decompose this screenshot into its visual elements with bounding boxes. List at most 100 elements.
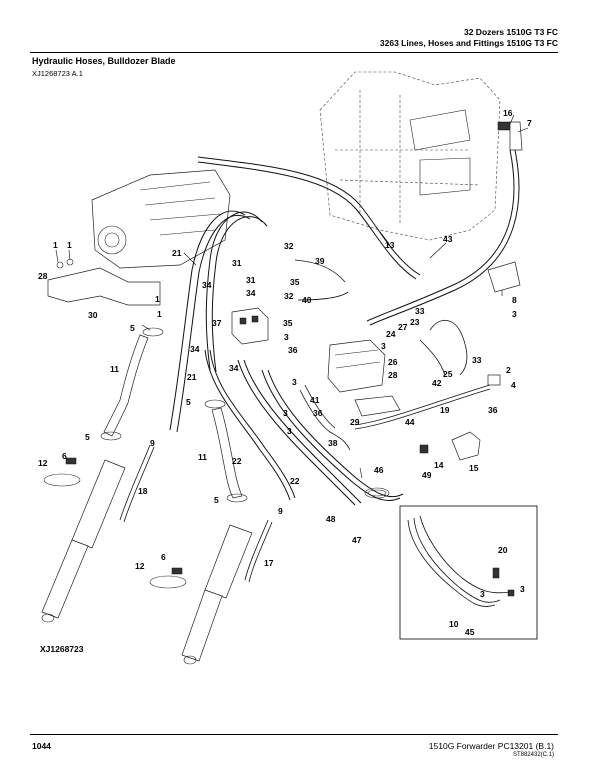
callout: 5 bbox=[130, 323, 135, 333]
callout: 5 bbox=[85, 432, 90, 442]
callout: 13 bbox=[385, 240, 395, 250]
callout: 33 bbox=[415, 306, 425, 316]
callout: 35 bbox=[290, 277, 300, 287]
callout: 46 bbox=[374, 465, 384, 475]
main-valve-assembly bbox=[327, 339, 401, 417]
center-cylinder bbox=[181, 524, 253, 665]
callout: 4 bbox=[511, 380, 516, 390]
callout: 24 bbox=[386, 329, 396, 339]
callout: 10 bbox=[449, 619, 459, 629]
hose-19 bbox=[354, 384, 491, 430]
callout: 3 bbox=[283, 408, 288, 418]
callout: 20 bbox=[498, 545, 508, 555]
callout: 37 bbox=[212, 318, 222, 328]
callout: 30 bbox=[88, 310, 98, 320]
clamp-12-left bbox=[43, 457, 81, 487]
header-rule bbox=[30, 52, 558, 53]
callout: 3 bbox=[381, 341, 386, 351]
callout: 12 bbox=[135, 561, 145, 571]
callout-labels: 1 28 1 30 5 11 21 31 31 34 34 32 35 39 1… bbox=[38, 108, 532, 637]
callout: 21 bbox=[187, 372, 197, 382]
callout: 8 bbox=[512, 295, 517, 305]
callout: 29 bbox=[350, 417, 360, 427]
callout: 5 bbox=[186, 397, 191, 407]
header-line-1: 32 Dozers 1510G T3 FC bbox=[463, 27, 558, 37]
hose-17 bbox=[244, 519, 273, 583]
callout: 2 bbox=[506, 365, 511, 375]
callout: 6 bbox=[161, 552, 166, 562]
left-cylinder bbox=[41, 459, 126, 623]
callout: 34 bbox=[202, 280, 212, 290]
leader-lines bbox=[55, 114, 529, 479]
hose-clamps bbox=[100, 327, 248, 503]
callout: 32 bbox=[284, 291, 294, 301]
page-title: Hydraulic Hoses, Bulldozer Blade bbox=[32, 56, 176, 66]
callout: 34 bbox=[246, 288, 256, 298]
callout: 47 bbox=[352, 535, 362, 545]
hose-47 bbox=[261, 369, 404, 502]
callout: 23 bbox=[410, 317, 420, 327]
callout: 3 bbox=[520, 584, 525, 594]
o-ring-46 bbox=[364, 487, 390, 499]
callout: 41 bbox=[310, 395, 320, 405]
callout: 17 bbox=[264, 558, 274, 568]
callout: 45 bbox=[465, 627, 475, 637]
clamp-12-center bbox=[149, 567, 187, 589]
callout: 16 bbox=[503, 108, 513, 118]
callout: 1 bbox=[157, 309, 162, 319]
callout: 1 bbox=[67, 240, 72, 250]
callout: 19 bbox=[440, 405, 450, 415]
callout: 18 bbox=[138, 486, 148, 496]
hose-43 bbox=[366, 149, 520, 326]
control-valve bbox=[231, 307, 269, 345]
callout: 1 bbox=[53, 240, 58, 250]
callout: 9 bbox=[278, 506, 283, 516]
callout: 36 bbox=[313, 408, 323, 418]
callout: 3 bbox=[292, 377, 297, 387]
callout: 12 bbox=[38, 458, 48, 468]
fitting-8 bbox=[487, 261, 521, 293]
hose-11-left bbox=[103, 334, 149, 437]
machine-frame-outline bbox=[319, 71, 501, 241]
hose-18 bbox=[119, 444, 155, 523]
callout: 31 bbox=[246, 275, 256, 285]
callout: 49 bbox=[422, 470, 432, 480]
callout: 11 bbox=[198, 452, 207, 462]
callout: 5 bbox=[214, 495, 219, 505]
footer-code: ST882432(C.1) bbox=[512, 752, 554, 758]
callout: 7 bbox=[527, 118, 532, 128]
footer-rule bbox=[30, 734, 558, 735]
callout: 28 bbox=[388, 370, 398, 380]
valve-15 bbox=[419, 431, 481, 461]
inset-detail bbox=[399, 505, 538, 640]
footer-document: 1510G Forwarder PC13201 (B.1) bbox=[428, 741, 554, 751]
callout: 27 bbox=[398, 322, 408, 332]
callout: 36 bbox=[488, 405, 498, 415]
callout: 32 bbox=[284, 241, 294, 251]
callout: 42 bbox=[432, 378, 442, 388]
hose-33-harness bbox=[419, 320, 468, 376]
hose-48 bbox=[237, 359, 362, 506]
callout: 44 bbox=[405, 417, 415, 427]
header-line-2: 3263 Lines, Hoses and Fittings 1510G T3 … bbox=[379, 38, 558, 48]
callout: 31 bbox=[232, 258, 242, 268]
callout: 14 bbox=[434, 460, 444, 470]
callout: 9 bbox=[150, 438, 155, 448]
callout: 3 bbox=[512, 309, 517, 319]
callout: 3 bbox=[480, 589, 485, 599]
callout: 39 bbox=[315, 256, 325, 266]
callout: 43 bbox=[443, 234, 453, 244]
callout: 34 bbox=[229, 363, 239, 373]
callout: 40 bbox=[302, 295, 312, 305]
callout: 48 bbox=[326, 514, 336, 524]
callout: 35 bbox=[283, 318, 293, 328]
callout: 25 bbox=[443, 369, 453, 379]
hydraulic-pump bbox=[91, 169, 231, 269]
callout: 15 bbox=[469, 463, 479, 473]
hose-38 bbox=[299, 384, 351, 451]
callout: 22 bbox=[232, 456, 242, 466]
sensor-4 bbox=[487, 374, 501, 386]
callout: 28 bbox=[38, 271, 48, 281]
hose-11-center bbox=[211, 407, 243, 499]
